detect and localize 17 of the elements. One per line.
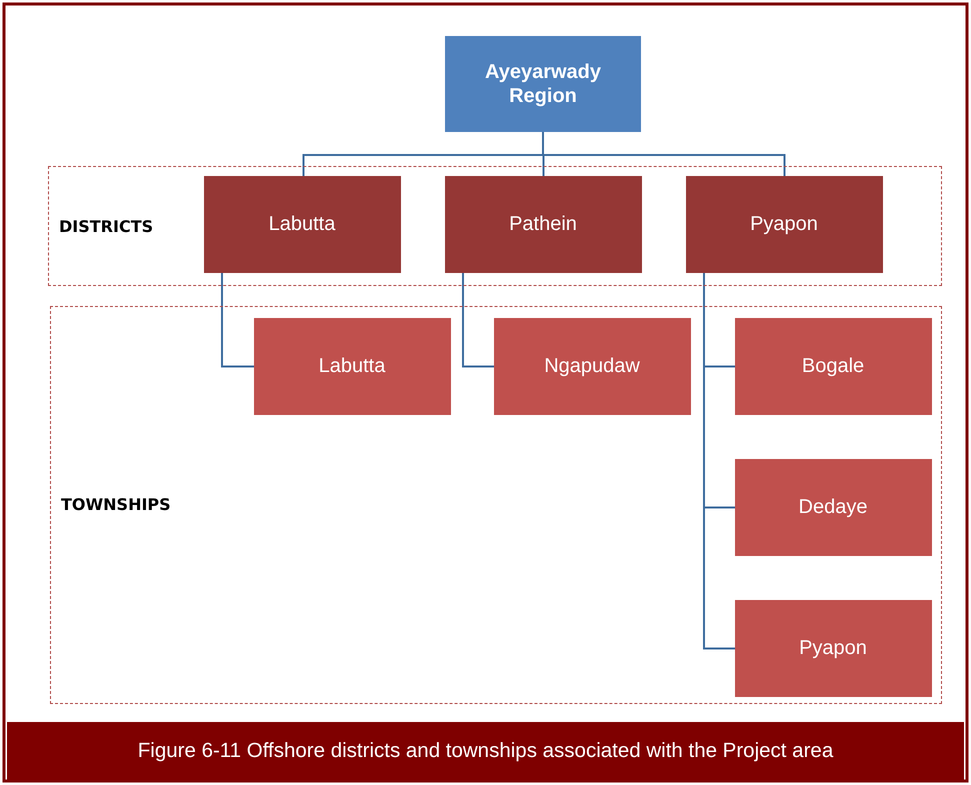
township-box: Dedaye bbox=[734, 458, 932, 556]
township-box: Labutta bbox=[254, 318, 450, 414]
district-box: Pathein bbox=[444, 176, 642, 272]
dashed-group-band bbox=[50, 306, 942, 704]
district-box: Labutta bbox=[204, 176, 400, 272]
township-box: Pyapon bbox=[734, 600, 932, 696]
figure-caption: Figure 6-11 Offshore districts and townships associated with the Project area bbox=[7, 722, 964, 780]
connector-line bbox=[462, 273, 494, 368]
band-label: DISTRICTS bbox=[59, 217, 154, 236]
township-box: Ngapudaw bbox=[494, 318, 690, 414]
connector-line bbox=[221, 273, 254, 368]
township-box: Bogale bbox=[734, 318, 932, 414]
district-box: Pyapon bbox=[686, 176, 882, 272]
region-box: Ayeyarwady Region bbox=[445, 36, 641, 132]
dashed-group-band bbox=[48, 166, 942, 286]
band-label: TOWNSHIPS bbox=[61, 495, 171, 514]
connector-line bbox=[703, 273, 735, 650]
